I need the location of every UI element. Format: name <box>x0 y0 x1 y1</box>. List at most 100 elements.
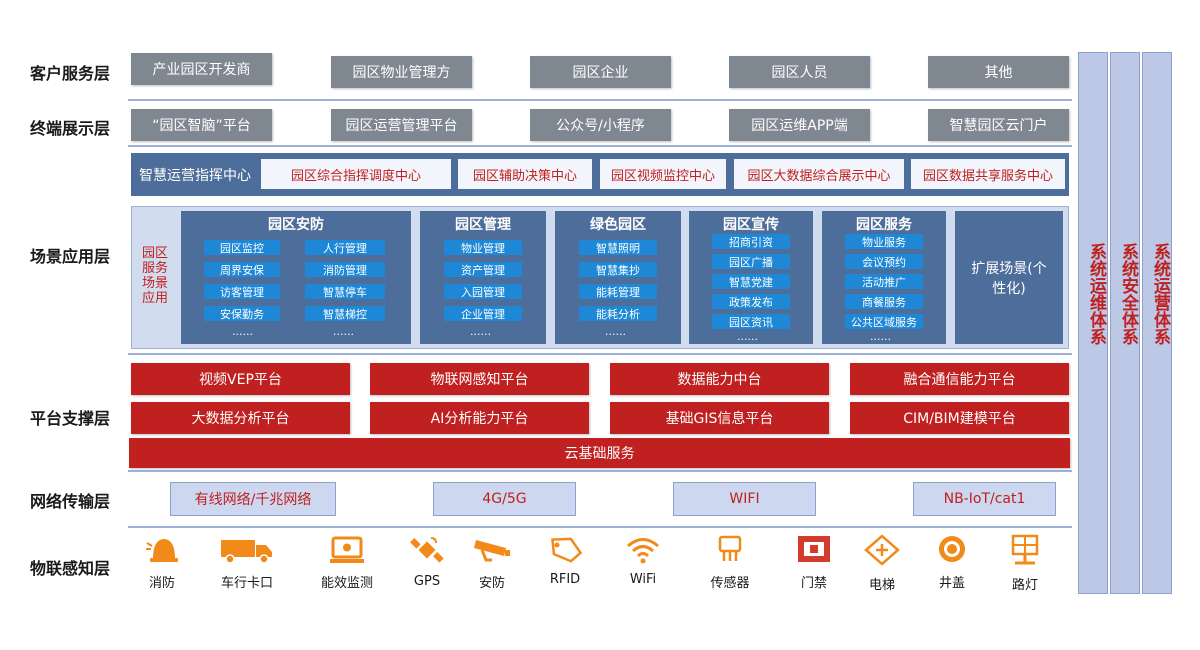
scene-extension-label: 扩展场景(个性化) <box>971 261 1047 297</box>
sensor-label: 消防 <box>148 576 175 591</box>
scene-group-title: 园区服务 <box>856 217 912 233</box>
layer-label-terminal: 终端展示层 <box>30 119 111 138</box>
more-indicator: ...... <box>737 330 758 343</box>
layer-label-customer: 客户服务层 <box>30 64 111 83</box>
customer-box: 园区企业 <box>530 56 671 88</box>
scene-item-chip: 物业管理 <box>444 240 522 255</box>
sensor-security: 安防 <box>462 534 522 591</box>
terminal-box: 公众号/小程序 <box>530 109 671 141</box>
sensor-access: 门禁 <box>784 534 844 591</box>
scene-item-chip: 活动推广 <box>845 274 923 289</box>
layer-divider <box>128 99 1072 101</box>
scene-item-chip: 智慧集抄 <box>579 262 657 277</box>
scene-group-title: 园区宣传 <box>723 217 779 233</box>
system-operation-column: 系统运营体系 <box>1142 52 1172 594</box>
layer-divider <box>128 353 1072 355</box>
sensor-label: 路灯 <box>1011 578 1038 593</box>
platform-box: 数据能力中台 <box>610 363 829 395</box>
scene-item-chip: 公共区域服务 <box>845 314 923 329</box>
energy-meter-icon <box>330 536 364 563</box>
layer-label-platform: 平台支撑层 <box>30 409 111 428</box>
command-center-item: 园区数据共享服务中心 <box>911 159 1065 189</box>
sensor-label: 能效监测 <box>320 576 373 591</box>
scene-item-chip: 园区监控 <box>204 240 280 255</box>
scene-item-chip: 智慧党建 <box>712 274 790 289</box>
system-ops-maintenance-column: 系统运维体系 <box>1078 52 1108 594</box>
sensor-label: WiFi <box>629 572 657 587</box>
rfid-tag-icon <box>551 537 583 563</box>
scene-group-service: 园区服务 物业服务 会议预约 活动推广 商餐服务 公共区域服务 ...... <box>822 211 946 344</box>
scene-item-chip: 周界安保 <box>204 262 280 277</box>
layer-divider <box>128 470 1072 472</box>
scene-item-chip: 智慧停车 <box>305 284 385 299</box>
sensor-label: GPS <box>413 574 441 589</box>
sensor-label: 车行卡口 <box>220 576 273 591</box>
scene-item-chip: 企业管理 <box>444 306 522 321</box>
access-control-icon <box>798 536 830 562</box>
scene-item-chip: 资产管理 <box>444 262 522 277</box>
terminal-box: “园区智脑”平台 <box>131 109 272 141</box>
street-lamp-icon <box>1011 534 1039 565</box>
scene-item-chip: 访客管理 <box>204 284 280 299</box>
system-security-column: 系统安全体系 <box>1110 52 1140 594</box>
system-column-label: 系统运维体系 <box>1086 243 1106 345</box>
sensor-wifi: WiFi <box>613 534 673 587</box>
customer-box: 园区人员 <box>729 56 870 88</box>
more-indicator: ...... <box>333 325 354 338</box>
scene-group-title: 园区安防 <box>268 217 324 233</box>
more-indicator: ...... <box>470 325 491 338</box>
sensor-label: 门禁 <box>800 576 827 591</box>
scene-group-title: 园区管理 <box>455 217 511 233</box>
command-center-item: 园区视频监控中心 <box>600 159 726 189</box>
platform-box: CIM/BIM建模平台 <box>850 402 1069 434</box>
command-center-item: 园区辅助决策中心 <box>458 159 592 189</box>
scene-item-chip: 园区资讯 <box>712 314 790 329</box>
system-column-label: 系统安全体系 <box>1118 243 1138 345</box>
wifi-icon <box>627 538 659 564</box>
platform-box: 视频VEP平台 <box>131 363 350 395</box>
sensor-label: 传感器 <box>710 576 750 591</box>
platform-box: 大数据分析平台 <box>131 402 350 434</box>
customer-box: 产业园区开发商 <box>131 53 272 85</box>
command-center-item: 园区综合指挥调度中心 <box>261 159 451 189</box>
scene-item-chip: 能耗分析 <box>579 306 657 321</box>
platform-box: 物联网感知平台 <box>370 363 589 395</box>
scene-group-publicity: 园区宣传 招商引资 园区广播 智慧党建 政策发布 园区资讯 ...... <box>689 211 813 344</box>
more-indicator: ...... <box>232 325 253 338</box>
more-indicator: ...... <box>605 325 626 338</box>
manhole-cover-icon <box>939 536 965 562</box>
scene-item-chip: 园区广播 <box>712 254 790 269</box>
scene-item-chip: 物业服务 <box>845 234 923 249</box>
sensor-gps: GPS <box>397 534 457 589</box>
security-camera-icon <box>474 540 510 562</box>
sensor-label: RFID <box>549 572 581 587</box>
platform-box: AI分析能力平台 <box>370 402 589 434</box>
platform-box: 融合通信能力平台 <box>850 363 1069 395</box>
sensor-sensor: 传感器 <box>700 534 760 591</box>
scene-item-chip: 消防管理 <box>305 262 385 277</box>
customer-box: 园区物业管理方 <box>331 56 472 88</box>
scene-group-extension: 扩展场景(个性化) <box>955 211 1063 344</box>
scene-item-chip: 能耗管理 <box>579 284 657 299</box>
cloud-service-bar: 云基础服务 <box>129 438 1070 468</box>
scene-item-chip: 智慧照明 <box>579 240 657 255</box>
network-box: WIFI <box>673 482 816 516</box>
scene-application-label: 园区服务场景应用 <box>141 246 168 306</box>
scene-item-chip: 政策发布 <box>712 294 790 309</box>
scene-item-chip: 智慧梯控 <box>305 306 385 321</box>
sensor-fire: 消防 <box>132 534 192 591</box>
layer-label-network: 网络传输层 <box>30 492 111 511</box>
terminal-box: 智慧园区云门户 <box>928 109 1069 141</box>
sensor-manhole: 井盖 <box>922 534 982 591</box>
sensor-rfid: RFID <box>535 534 595 587</box>
sensor-chip-icon <box>718 535 742 561</box>
scene-item-chip: 人行管理 <box>305 240 385 255</box>
terminal-box: 园区运维APP端 <box>729 109 870 141</box>
layer-divider <box>128 526 1072 528</box>
satellite-icon <box>410 537 444 563</box>
sensor-energy: 能效监测 <box>317 534 377 591</box>
sensor-label: 井盖 <box>938 576 965 591</box>
scene-item-chip: 商餐服务 <box>845 294 923 309</box>
scene-group-security: 园区安防 园区监控 周界安保 访客管理 安保勤务 人行管理 消防管理 智慧停车 … <box>181 211 411 344</box>
scene-item-chip: 安保勤务 <box>204 306 280 321</box>
